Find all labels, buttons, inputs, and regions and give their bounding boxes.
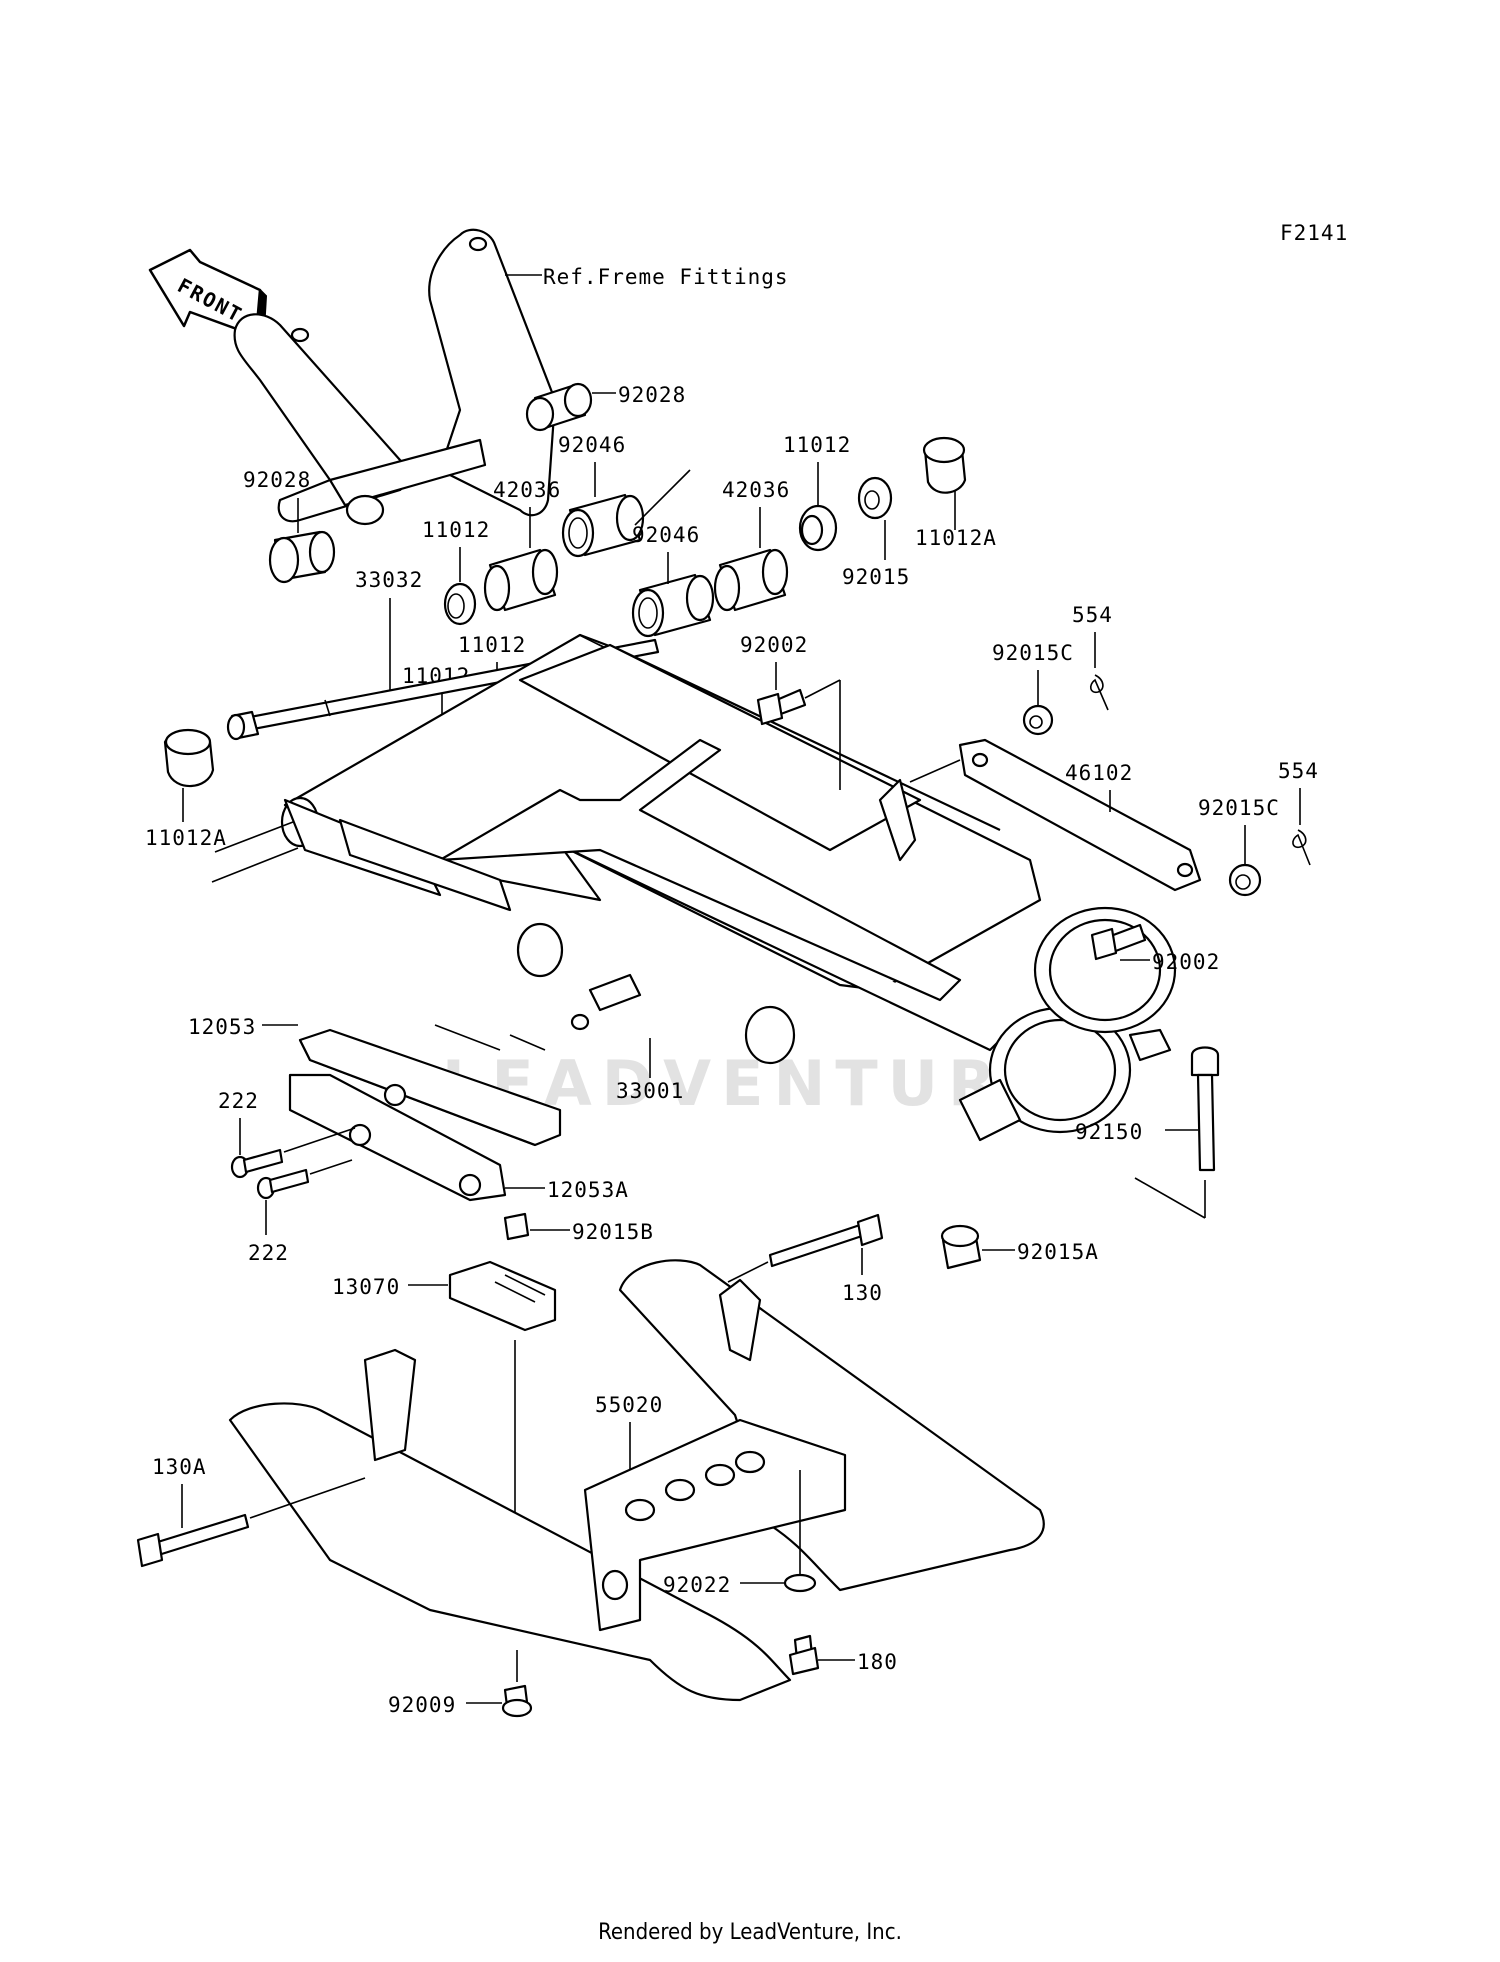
grommet-92009 bbox=[501, 1684, 533, 1718]
cap-11012A-left bbox=[163, 728, 215, 788]
label-92022: 92022 bbox=[663, 1573, 731, 1597]
cotter-pin-554-top bbox=[1089, 674, 1109, 711]
label-11012-top-right: 11012 bbox=[783, 433, 851, 457]
label-42036-right: 42036 bbox=[722, 478, 790, 502]
label-42036-left: 42036 bbox=[493, 478, 561, 502]
washer-92022 bbox=[783, 1573, 817, 1593]
footer-credit: Rendered by LeadVenture, Inc. bbox=[598, 1920, 902, 1945]
torque-link-46102 bbox=[958, 738, 1202, 892]
label-11012A-left: 11012A bbox=[145, 826, 227, 850]
label-92015C-right: 92015C bbox=[1198, 796, 1280, 820]
label-92028-left: 92028 bbox=[243, 468, 311, 492]
cap-11012A-top-right bbox=[922, 436, 967, 494]
bolt-92002-right bbox=[1090, 923, 1147, 961]
bolt-92002-top bbox=[756, 688, 807, 726]
bushing-92028-top bbox=[525, 382, 593, 432]
label-92150: 92150 bbox=[1075, 1120, 1143, 1144]
needle-bearing-92046-mid bbox=[631, 573, 715, 638]
bolt-130A bbox=[136, 1513, 250, 1568]
chain-cover-55020 bbox=[228, 1259, 1045, 1702]
label-92046-mid: 92046 bbox=[632, 523, 700, 547]
label-92002-right: 92002 bbox=[1152, 950, 1220, 974]
label-55020: 55020 bbox=[595, 1393, 663, 1417]
label-92015: 92015 bbox=[842, 565, 910, 589]
slide-block-13070 bbox=[448, 1260, 557, 1332]
label-11012-a: 11012 bbox=[422, 518, 490, 542]
label-92009: 92009 bbox=[388, 1693, 456, 1717]
bolt-130 bbox=[768, 1213, 884, 1268]
label-92002-top: 92002 bbox=[740, 633, 808, 657]
collar-92015 bbox=[857, 476, 893, 520]
collar-42036-right bbox=[713, 548, 789, 612]
label-222-bottom: 222 bbox=[248, 1241, 289, 1265]
frame-fitting-bracket bbox=[233, 228, 557, 526]
nut-92015A bbox=[940, 1224, 982, 1270]
label-12053A: 12053A bbox=[547, 1178, 629, 1202]
bolt-180 bbox=[788, 1634, 820, 1676]
swing-arm-33001 bbox=[280, 633, 1177, 1142]
label-92028-top: 92028 bbox=[618, 383, 686, 407]
label-92015C-top: 92015C bbox=[992, 641, 1074, 665]
label-554-right: 554 bbox=[1278, 759, 1319, 783]
reference-note: Ref.Freme Fittings bbox=[543, 265, 789, 289]
label-222-top: 222 bbox=[218, 1089, 259, 1113]
label-130: 130 bbox=[842, 1281, 883, 1305]
needle-bearing-92046-top bbox=[561, 493, 645, 558]
label-33032: 33032 bbox=[355, 568, 423, 592]
label-33001: 33001 bbox=[616, 1079, 684, 1103]
label-13070: 13070 bbox=[332, 1275, 400, 1299]
label-92015B: 92015B bbox=[572, 1220, 654, 1244]
label-554-top: 554 bbox=[1072, 603, 1113, 627]
label-11012-b: 11012 bbox=[458, 633, 526, 657]
nut-92015C-right bbox=[1228, 863, 1262, 897]
label-92015A: 92015A bbox=[1017, 1240, 1099, 1264]
collar-42036-left bbox=[483, 548, 559, 612]
label-11012A-top-right: 11012A bbox=[915, 526, 997, 550]
nut-92015B bbox=[503, 1212, 530, 1241]
nut-92015C-top bbox=[1022, 704, 1054, 736]
bolt-92150 bbox=[1190, 1046, 1220, 1172]
cotter-pin-554-right bbox=[1292, 829, 1311, 866]
label-12053: 12053 bbox=[188, 1015, 256, 1039]
chain-guide-12053A bbox=[288, 1073, 507, 1202]
screw-222-top bbox=[230, 1148, 284, 1179]
figure-code: F2141 bbox=[1280, 221, 1348, 245]
label-46102: 46102 bbox=[1065, 761, 1133, 785]
screw-222-bottom bbox=[256, 1168, 310, 1200]
label-130A: 130A bbox=[152, 1455, 207, 1479]
label-92046-top: 92046 bbox=[558, 433, 626, 457]
front-arrow-icon: FRONT bbox=[148, 248, 268, 338]
seal-11012-top-right bbox=[798, 504, 838, 552]
label-180: 180 bbox=[857, 1650, 898, 1674]
chain-slipper-12053 bbox=[298, 1028, 562, 1147]
seal-11012-a bbox=[443, 582, 477, 626]
bushing-92028-left bbox=[268, 530, 336, 584]
